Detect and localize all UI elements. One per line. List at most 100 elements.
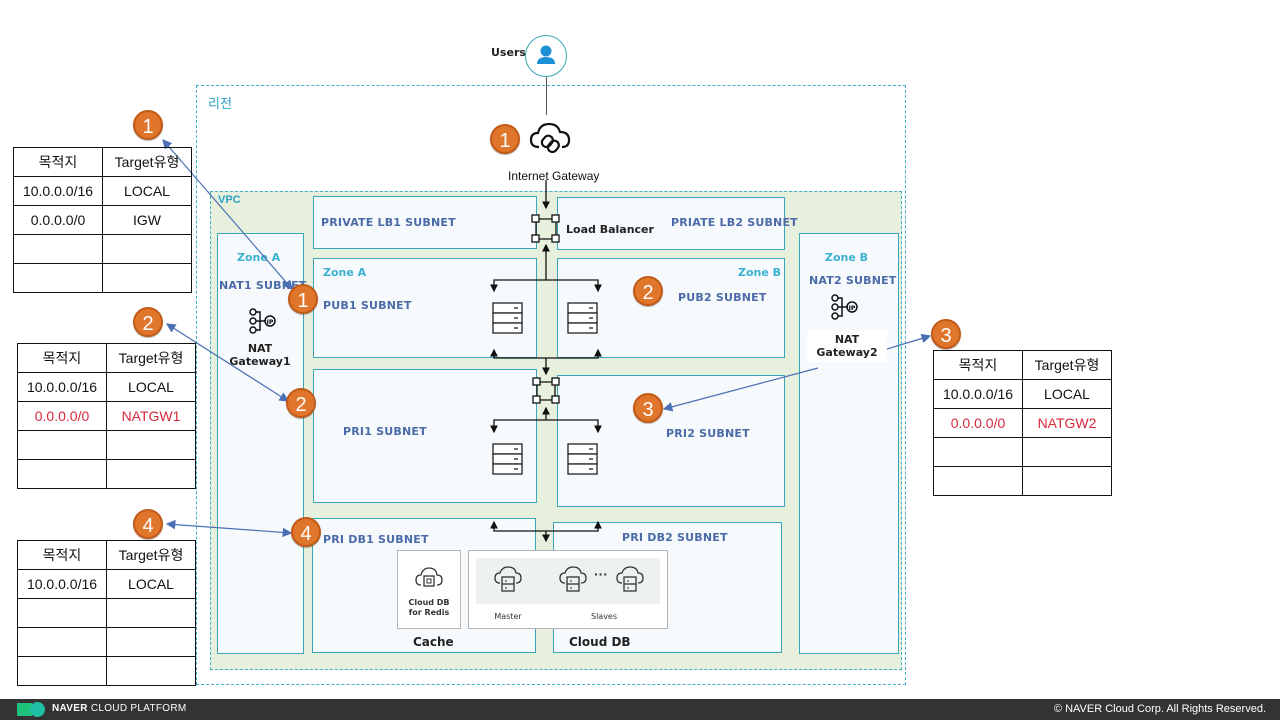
cell-target [102,234,192,264]
cell-destination [17,430,107,460]
vpc-label: VPC [218,194,241,206]
header-destination: 목적지 [933,350,1023,380]
badge-2-pri1: 2 [286,388,316,418]
cell-destination: 0.0.0.0/0 [13,205,103,235]
nat-gateway1-label: NAT Gateway1 [228,342,292,368]
cell-destination [933,437,1023,467]
cell-destination [17,627,107,657]
cell-target: LOCAL [102,176,192,206]
cell-destination: 10.0.0.0/16 [13,176,103,206]
private-lb2-subnet [557,197,785,250]
table-row [17,430,196,460]
footer-brand-bold: NAVER [52,703,88,714]
zone-a-label: Zone A [237,251,281,264]
cell-target: NATGW2 [1022,408,1112,438]
nat2-subnet-label: NAT2 SUBNET [809,274,897,287]
cell-destination [17,459,107,489]
cell-target [106,627,196,657]
pri1-subnet [313,369,537,503]
table-row [13,263,192,293]
footer-brand-rest: CLOUD PLATFORM [87,703,187,714]
pri2-subnet-label: PRI2 SUBNET [666,427,750,440]
cell-target: LOCAL [1022,379,1112,409]
private-lb1-subnet-label: PRIVATE LB1 SUBNET [321,216,456,229]
cell-target: LOCAL [106,372,196,402]
badge-3-pri2: 3 [633,393,663,423]
pri1-subnet-label: PRI1 SUBNET [343,425,427,438]
cell-target [102,263,192,293]
table-row [933,466,1112,496]
master-db-icon [493,565,523,600]
cell-destination [933,466,1023,496]
cache-label: Cache [413,635,454,649]
cell-destination [13,234,103,264]
cell-target: IGW [102,205,192,235]
internet-gateway-icon [527,117,575,162]
naver-logo-circle-icon [30,702,45,717]
pri-db2-subnet-label: PRI DB2 SUBNET [622,531,728,544]
footer-brand: NAVER CLOUD PLATFORM [52,703,187,714]
table-row [13,234,192,264]
pub1-subnet-label: PUB1 SUBNET [323,299,412,312]
badge-1-pub1: 1 [288,284,318,314]
badge-4-db1: 4 [291,517,321,547]
svg-text:IP: IP [849,305,856,312]
naver-logo-square-icon [17,703,32,716]
cell-destination: 10.0.0.0/16 [17,372,107,402]
internet-gateway-label: Internet Gateway [508,169,600,183]
nat-gateway2-line2: Gateway2 [816,346,878,359]
load-balancer-label: Load Balancer [566,223,654,236]
cell-target [1022,466,1112,496]
cell-target [106,459,196,489]
cell-destination: 0.0.0.0/0 [17,401,107,431]
cell-destination: 10.0.0.0/16 [933,379,1023,409]
badge-4-table: 4 [133,509,163,539]
cell-target [106,598,196,628]
pub2-zone-b-label: Zone B [738,266,782,279]
nat-gateway2-label: NAT Gateway2 [807,330,887,362]
badge-1-igw: 1 [490,124,520,154]
cell-target [106,656,196,686]
table-row [17,598,196,628]
redis-caption: Cloud DB for Redis [400,598,458,618]
region-label: 리전 [208,96,232,111]
cell-destination: 0.0.0.0/0 [933,408,1023,438]
cell-destination [13,263,103,293]
nat-gateway1-line1: NAT [247,342,273,355]
badge-3-table: 3 [931,319,961,349]
cell-destination [17,598,107,628]
nat-gateway2-line1: NAT [834,333,860,346]
badge-1-table: 1 [133,110,163,140]
nat-gateway2-icon: IP [830,293,862,328]
cell-target: NATGW1 [106,401,196,431]
table-row [17,627,196,657]
slave-db-icon-1 [558,565,588,600]
private-lb2-subnet-label: PRIATE LB2 SUBNET [671,216,798,229]
redis-box [397,550,461,629]
table-row [17,656,196,686]
pri2-subnet [557,375,785,507]
footer-bar: NAVER CLOUD PLATFORM © NAVER Cloud Corp.… [0,699,1280,720]
slaves-ellipsis: ··· [594,566,608,582]
header-destination: 목적지 [17,540,107,570]
pub1-zone-a-label: Zone A [323,266,367,279]
cloud-db-label: Cloud DB [569,635,631,649]
private-lb1-subnet [313,196,537,249]
users-label: Users [491,46,526,59]
redis-caption-line2: for Redis [408,608,450,617]
cell-target [106,430,196,460]
badge-2-table: 2 [133,307,163,337]
cell-target: LOCAL [106,569,196,599]
nat-gateway1-icon: IP [248,307,280,342]
cell-target [1022,437,1112,467]
